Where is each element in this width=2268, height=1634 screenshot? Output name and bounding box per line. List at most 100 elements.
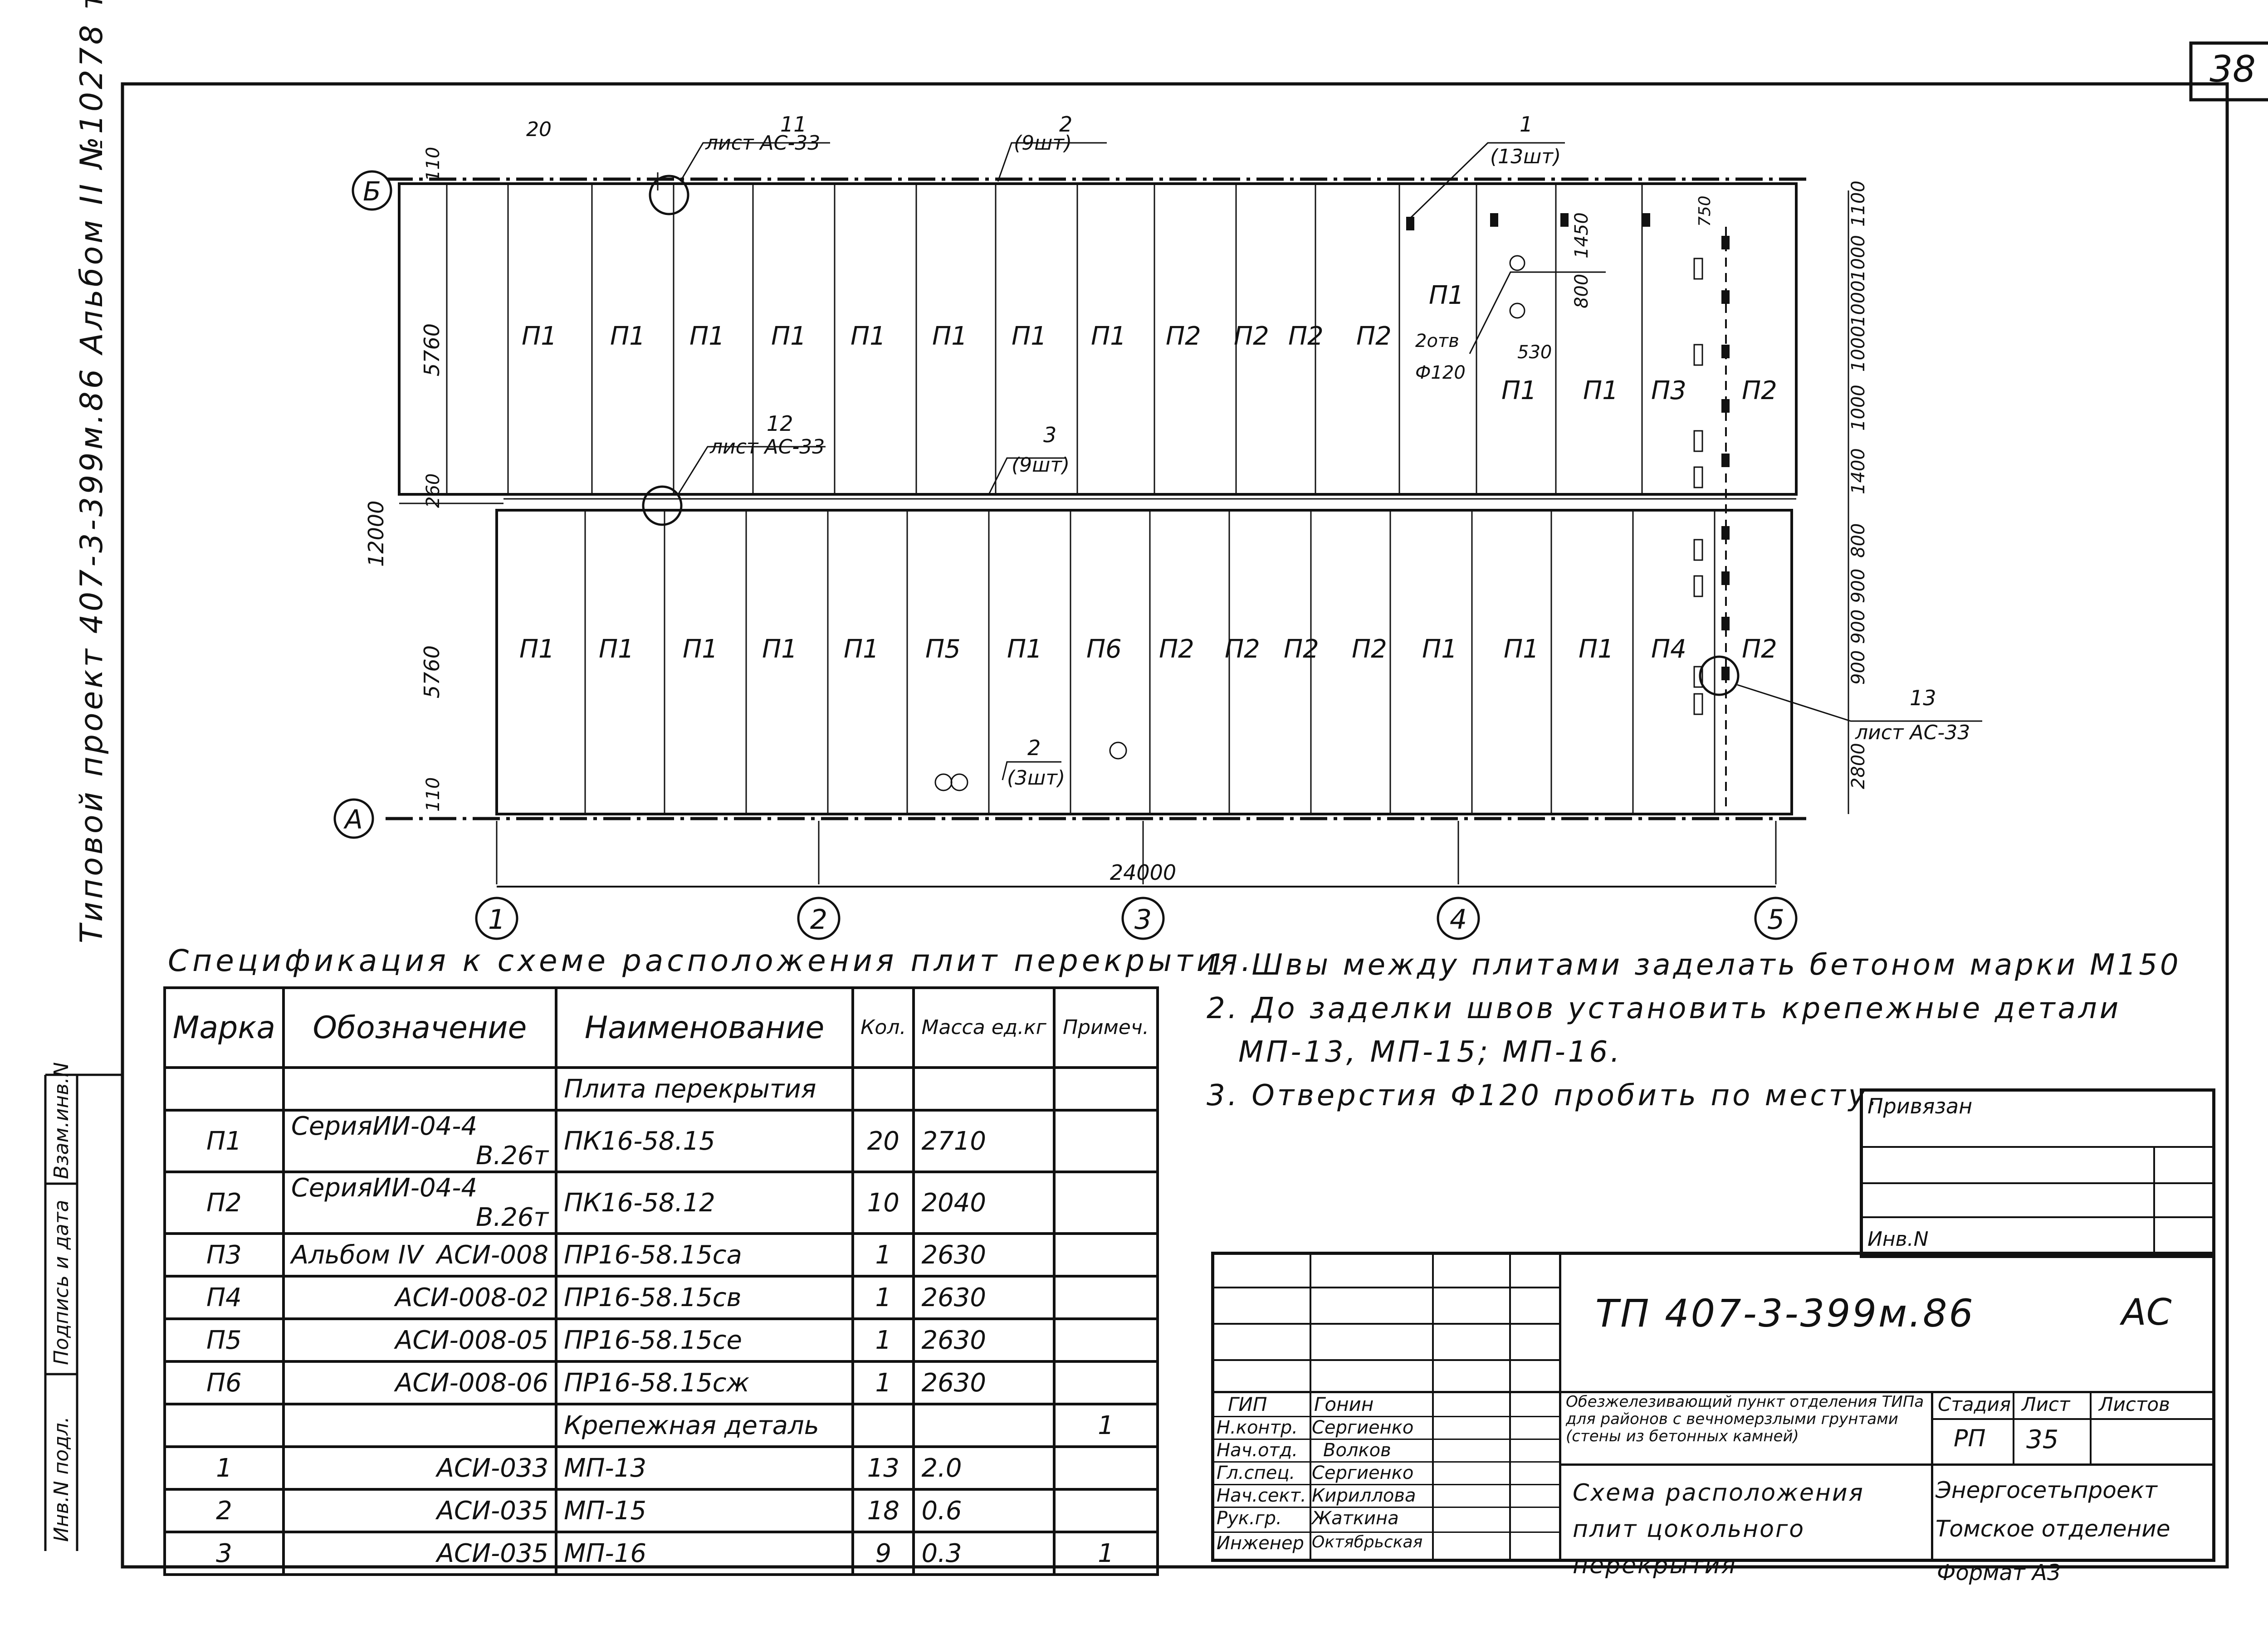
holes-note-count: 2отв (1415, 331, 1459, 351)
axis-number-5: 5 (1767, 904, 1784, 936)
sheets-label: Листов (2099, 1393, 2170, 1415)
spec-designation-code: АСИ-035 (436, 1538, 549, 1568)
spec-mass: 2630 (912, 1317, 1056, 1363)
spec-header-row: Марка Обозначение Наименование Кол. Масс… (163, 986, 1159, 1069)
person-name: Октябрьская (1312, 1533, 1423, 1551)
inv-label: Инв.N (1867, 1228, 1929, 1251)
spec-designation-code: АСИ-035 (436, 1496, 549, 1526)
spec-name: МП-16 (555, 1531, 855, 1576)
spec-qty: 20 (851, 1109, 915, 1173)
role-label: Инженер (1217, 1533, 1304, 1554)
dim-right-11: 2800 (1848, 743, 1869, 789)
spec-title: Спецификация к схеме расположения плит п… (168, 943, 1255, 978)
slab-label: П1 (1501, 376, 1537, 405)
spec-name: Плита перекрытия (555, 1066, 855, 1112)
sheet-frame (121, 82, 2229, 1569)
dim-overall-length: 24000 (1110, 860, 1176, 885)
spec-mass (912, 1403, 1056, 1448)
hole-marks (934, 255, 1703, 791)
spec-note: 1 (1052, 1403, 1159, 1448)
spec-mass: 2630 (912, 1232, 1056, 1278)
spec-note (1052, 1488, 1159, 1533)
slab-joints-bottom (584, 510, 1716, 814)
spec-designation: АСИ-008-06 (282, 1360, 558, 1405)
person-name: Волков (1323, 1440, 1391, 1461)
dim-hole-1: 1450 (1571, 212, 1592, 259)
format-label: Формат А3 (1937, 1560, 2061, 1585)
side-stamp: Типовой проект 407-3-399м.86 Альбом II №… (74, 0, 110, 943)
spec-header: Кол. (851, 986, 915, 1069)
dim-right-4: 1000 (1848, 326, 1869, 372)
dim-hole-3: 530 (1517, 342, 1552, 363)
spec-mark (163, 1403, 285, 1448)
person-name: Сергиенко (1312, 1417, 1414, 1438)
slab-label: П1 (1504, 634, 1539, 664)
slab-label: П1 (522, 322, 557, 351)
organization-branch: Томское отделение (1936, 1516, 2170, 1542)
axis-number-3: 3 (1134, 904, 1152, 936)
spec-note (1052, 1275, 1159, 1320)
spec-qty: 9 (851, 1531, 915, 1576)
slab-label: П2 (1742, 634, 1777, 664)
spec-mark: П1 (163, 1109, 285, 1173)
slab-label: П2 (1352, 634, 1387, 664)
slab-label: П1 (932, 322, 968, 351)
spec-note (1052, 1066, 1159, 1112)
spec-name: ПР16-58.15се (555, 1317, 855, 1363)
spec-mass: 2710 (912, 1109, 1056, 1173)
spec-mass: 0.3 (912, 1531, 1056, 1576)
person-name: Жаткина (1312, 1508, 1399, 1529)
dim-right-6: 1400 (1848, 448, 1869, 494)
slab-labels-top: П1 П1 П1 П1 П1 П1 П1 П1 П2 П2 П2 П2 П1 П… (522, 281, 1777, 405)
role-label: Гл.спец. (1217, 1463, 1295, 1483)
spec-note (1052, 1109, 1159, 1173)
spec-designation: АСИ-008-02 (282, 1275, 558, 1320)
spec-designation: АСИ-008-05 (282, 1317, 558, 1363)
spec-qty: 10 (851, 1171, 915, 1235)
callout-text: лист АС-33 (705, 132, 820, 155)
project-description: Обезжелезивающий пункт отделения ТИПа дл… (1566, 1393, 1924, 1445)
slab-label: П5 (925, 634, 961, 664)
dim-span-bottom: 5760 (420, 645, 444, 698)
spec-row: Плита перекрытия (163, 1066, 1159, 1112)
slab-label: П2 (1166, 322, 1201, 351)
spec-mark: П3 (163, 1232, 285, 1278)
role-label: Нач.сект. (1217, 1485, 1306, 1506)
spec-mark: П2 (163, 1171, 285, 1235)
organization: Энергосетьпроект (1936, 1477, 2157, 1503)
spec-mass: 2.0 (912, 1445, 1056, 1491)
axis-grid (496, 172, 1777, 888)
spec-designation: АСИ-035 (282, 1488, 558, 1533)
axis-letter-a: А (343, 804, 363, 835)
spec-header: Наименование (555, 986, 855, 1069)
slab-label: П1 (1422, 634, 1457, 664)
spec-header: Обозначение (282, 986, 558, 1069)
spec-qty: 13 (851, 1445, 915, 1491)
spec-mark: П5 (163, 1317, 285, 1363)
spec-designation-code: АСИ-008 (436, 1240, 549, 1270)
person-name: Гонин (1314, 1393, 1374, 1415)
note-line: 2. До заделки швов установить крепежные … (1207, 992, 2121, 1025)
callout-text: (9шт) (1014, 132, 1072, 155)
slab-label: П6 (1086, 634, 1122, 664)
general-notes: 1. Швы между плитами заделать бетоном ма… (1207, 943, 2181, 1117)
sheet-number: 38 (2209, 48, 2256, 90)
spec-mass: 2630 (912, 1275, 1056, 1320)
spec-designation-code: В.26т (475, 1203, 549, 1232)
dim-gap: 260 (423, 473, 444, 508)
axis-number-2: 2 (810, 904, 827, 936)
slab-labels-bottom: П1 П1 П1 П1 П1 П5 П1 П6 П2 П2 П2 П2 П1 П… (519, 634, 1777, 664)
slab-label: П1 (1012, 322, 1047, 351)
stamp-signature-date: Подпись и дата (50, 1200, 73, 1365)
role-label: Рук.гр. (1217, 1508, 1282, 1529)
leader-lines (677, 142, 1982, 780)
spec-header: Марка (163, 986, 285, 1069)
